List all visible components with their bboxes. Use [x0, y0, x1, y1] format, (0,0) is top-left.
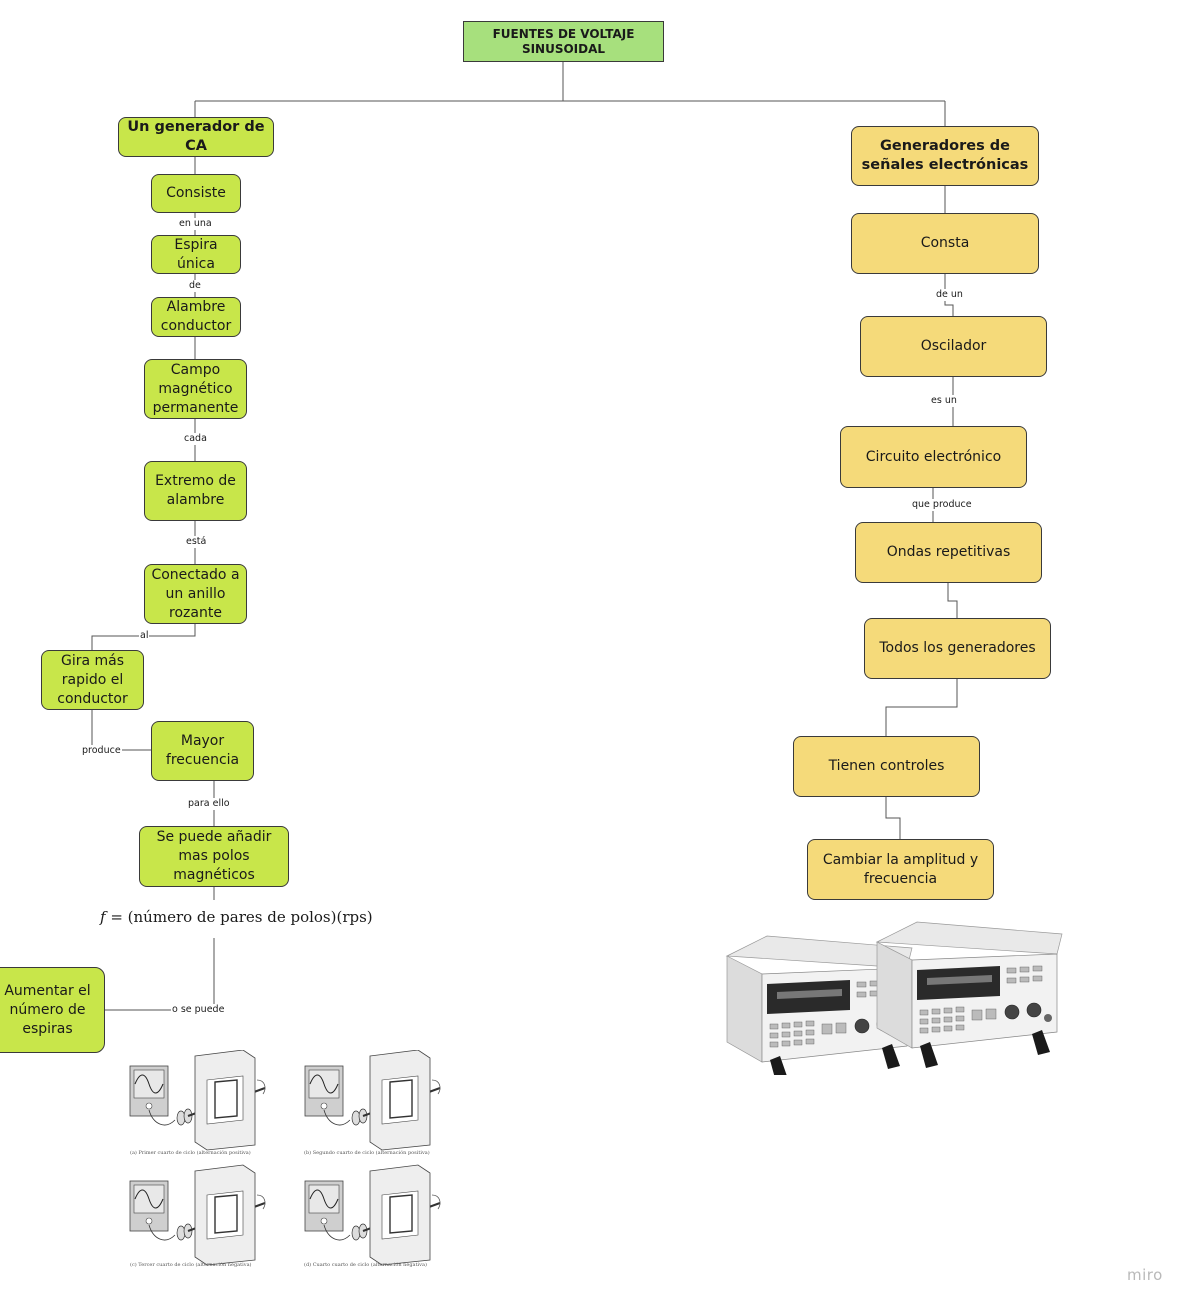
- figure-caption-d: (d) Cuarto cuarto de ciclo (alternación …: [304, 1262, 427, 1268]
- miro-watermark: miro: [1127, 1266, 1163, 1284]
- node-espira-unica[interactable]: Espira única: [151, 235, 241, 274]
- node-polos-magneticos[interactable]: Se puede añadir mas polos magnéticos: [139, 826, 289, 887]
- label-produce: produce: [81, 745, 122, 757]
- node-conectado-anillo[interactable]: Conectado a un anillo rozante: [144, 564, 247, 624]
- node-aumentar-espiras[interactable]: Aumentar el número de espiras: [0, 967, 105, 1053]
- ac-generator-figure: [129, 1050, 441, 1266]
- diagram-title[interactable]: FUENTES DE VOLTAJE SINUSOIDAL: [463, 21, 664, 62]
- node-generador-ca[interactable]: Un generador de CA: [118, 117, 274, 157]
- label-de-un: de un: [935, 289, 964, 301]
- node-generadores-senales[interactable]: Generadores de señales electrónicas: [851, 126, 1039, 186]
- frequency-formula: f = (número de pares de polos)(rps): [100, 908, 373, 926]
- label-al: al: [139, 630, 150, 642]
- node-consta[interactable]: Consta: [851, 213, 1039, 274]
- node-oscilador[interactable]: Oscilador: [860, 316, 1047, 377]
- label-cada: cada: [183, 433, 208, 445]
- label-que-produce: que produce: [911, 499, 973, 511]
- node-tienen-controles[interactable]: Tienen controles: [793, 736, 980, 797]
- label-de: de: [188, 280, 202, 292]
- label-o-se-puede: o se puede: [171, 1004, 226, 1016]
- node-ondas-repetitivas[interactable]: Ondas repetitivas: [855, 522, 1042, 583]
- node-extremo-alambre[interactable]: Extremo de alambre: [144, 461, 247, 521]
- node-gira-mas-rapido[interactable]: Gira más rapido el conductor: [41, 650, 144, 710]
- figure-caption-b: (b) Segundo cuarto de ciclo (alternación…: [304, 1150, 430, 1156]
- label-es-un: es un: [930, 395, 958, 407]
- figure-caption-c: (c) Tercer cuarto de ciclo (alternación …: [130, 1262, 252, 1268]
- node-mayor-frecuencia[interactable]: Mayor frecuencia: [151, 721, 254, 781]
- node-circuito-electronico[interactable]: Circuito electrónico: [840, 426, 1027, 488]
- node-campo-magnetico[interactable]: Campo magnético permanente: [144, 359, 247, 419]
- node-consiste[interactable]: Consiste: [151, 174, 241, 213]
- label-esta: está: [185, 536, 208, 548]
- figure-caption-a: (a) Primer cuarto de ciclo (alternación …: [130, 1150, 251, 1156]
- label-en-una: en una: [178, 218, 213, 230]
- node-cambiar-amplitud[interactable]: Cambiar la amplitud y frecuencia: [807, 839, 994, 900]
- signal-generators-image: [726, 921, 1063, 1075]
- label-para-ello: para ello: [187, 798, 231, 810]
- node-todos-generadores[interactable]: Todos los generadores: [864, 618, 1051, 679]
- node-alambre-conductor[interactable]: Alambre conductor: [151, 297, 241, 337]
